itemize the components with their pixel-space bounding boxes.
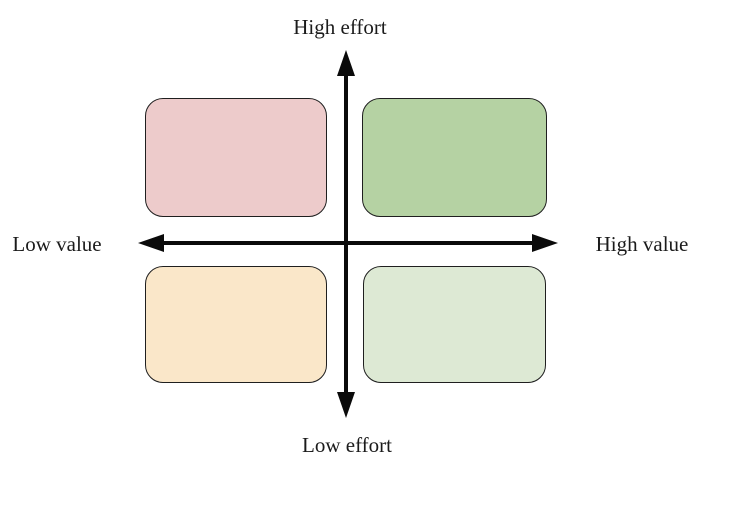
quadrant-bottom-right [363,266,546,383]
arrow-left-icon [138,234,164,252]
arrow-right-icon [532,234,558,252]
horizontal-axis-line [160,241,534,245]
arrow-up-icon [337,50,355,76]
axis-label-high-value: High value [595,232,689,256]
arrow-down-icon [337,392,355,418]
vertical-axis-line [344,72,348,394]
axis-label-low-effort: Low effort [302,433,392,457]
quadrant-top-left [145,98,327,217]
quadrant-top-right [362,98,547,217]
axis-label-low-value: Low value [12,232,102,256]
axis-label-high-effort: High effort [293,15,387,39]
quadrant-bottom-left [145,266,327,383]
